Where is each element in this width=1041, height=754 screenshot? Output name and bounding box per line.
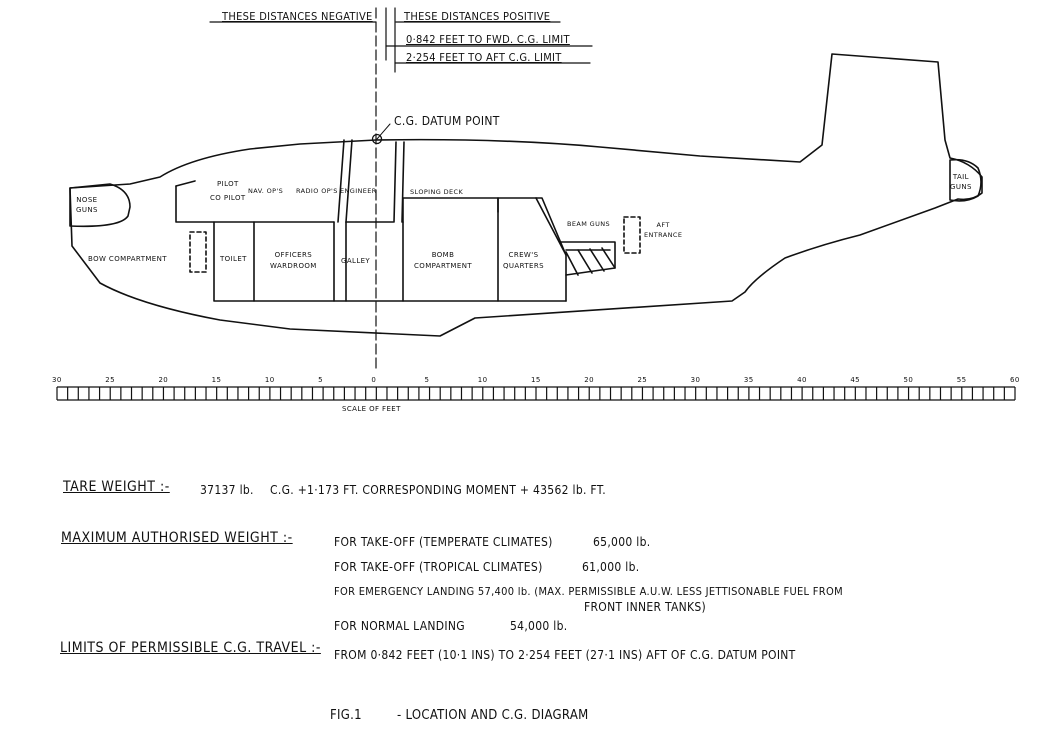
scale-label: 30 xyxy=(52,376,62,384)
nose-turret xyxy=(69,183,131,228)
scale-label: 10 xyxy=(264,376,275,384)
tail-turret xyxy=(949,158,982,202)
upper-deck-line xyxy=(175,185,335,223)
galley-label: GALLEY xyxy=(341,257,371,265)
scale-label: 30 xyxy=(690,376,701,384)
aircraft-cg-diagram xyxy=(56,7,1016,401)
beam-guns-label: BEAM GUNS xyxy=(567,220,611,228)
co-pilot-label: CO PILOT xyxy=(210,194,246,202)
aft-limit-label: 2·254 FEET TO AFT C.G. LIMIT xyxy=(406,51,562,64)
scale-label: 60 xyxy=(1010,376,1020,384)
datum-label: C.G. DATUM POINT xyxy=(394,114,500,128)
max-line-2: FOR TAKE-OFF (TROPICAL CLIMATES) xyxy=(334,560,543,574)
max-weight-label: MAXIMUM AUTHORISED WEIGHT :- xyxy=(61,530,293,546)
scale-caption: SCALE OF FEET xyxy=(342,405,401,413)
radio-label: RADIO OP'S xyxy=(296,187,338,195)
scale-label: 20 xyxy=(158,376,169,384)
bow-compartment-label: BOW COMPARTMENT xyxy=(88,255,167,263)
toilet-label: TOILET xyxy=(220,255,247,263)
feet-scale xyxy=(56,386,1016,401)
max-line-3: FOR EMERGENCY LANDING 57,400 lb. (MAX. P… xyxy=(334,585,843,598)
fwd-limit-label: 0·842 FEET TO FWD. C.G. LIMIT xyxy=(406,33,570,46)
max-line-1: FOR TAKE-OFF (TEMPERATE CLIMATES) xyxy=(334,535,553,549)
sloping-deck-line xyxy=(402,197,499,213)
tare-weight-value: 37137 lb. xyxy=(200,483,254,497)
cg-limits-text: FROM 0·842 FEET (10·1 INS) TO 2·254 FEET… xyxy=(334,648,796,662)
scale-label: 5 xyxy=(318,376,323,384)
hull-outline xyxy=(69,53,983,337)
negative-label: THESE DISTANCES NEGATIVE xyxy=(222,10,373,23)
scale-label: 20 xyxy=(584,376,594,384)
scale-label: 15 xyxy=(211,376,222,384)
scale-label: 0 xyxy=(371,376,377,384)
figure-title: - LOCATION AND C.G. DIAGRAM xyxy=(397,708,589,723)
tare-weight-label: TARE WEIGHT :- xyxy=(63,479,170,495)
scale-label: 50 xyxy=(903,376,914,384)
cg-limits-label: LIMITS OF PERMISSIBLE C.G. TRAVEL :- xyxy=(60,640,321,656)
positive-label: THESE DISTANCES POSITIVE xyxy=(404,10,551,23)
max-val-2: 61,000 lb. xyxy=(582,560,640,574)
max-val-4: 54,000 lb. xyxy=(510,619,568,633)
scale-label: 25 xyxy=(105,376,115,384)
sloping-deck-label: SLOPING DECK xyxy=(410,188,464,196)
max-line-3b: FRONT INNER TANKS) xyxy=(584,600,707,614)
scale-label: 5 xyxy=(424,376,430,384)
pilot-label: PILOT xyxy=(217,180,239,188)
max-val-1: 65,000 lb. xyxy=(593,535,651,549)
max-line-4: FOR NORMAL LANDING xyxy=(334,619,465,633)
scale-label: 15 xyxy=(531,376,541,384)
scale-label: 55 xyxy=(956,376,967,384)
figure-number: FIG.1 xyxy=(330,708,362,723)
scale-label: 35 xyxy=(743,376,754,384)
navigator-label: NAV. OP'S xyxy=(248,187,284,195)
scale-label: 40 xyxy=(797,376,807,384)
engineer-label: ENGINEER xyxy=(340,187,377,195)
lower-floor xyxy=(213,221,567,302)
scale-label: 10 xyxy=(477,376,488,384)
scale-label: 25 xyxy=(637,376,648,384)
tare-cg-text: C.G. +1·173 FT. CORRESPONDING MOMENT + 4… xyxy=(270,483,606,497)
scale-label: 45 xyxy=(850,376,861,384)
